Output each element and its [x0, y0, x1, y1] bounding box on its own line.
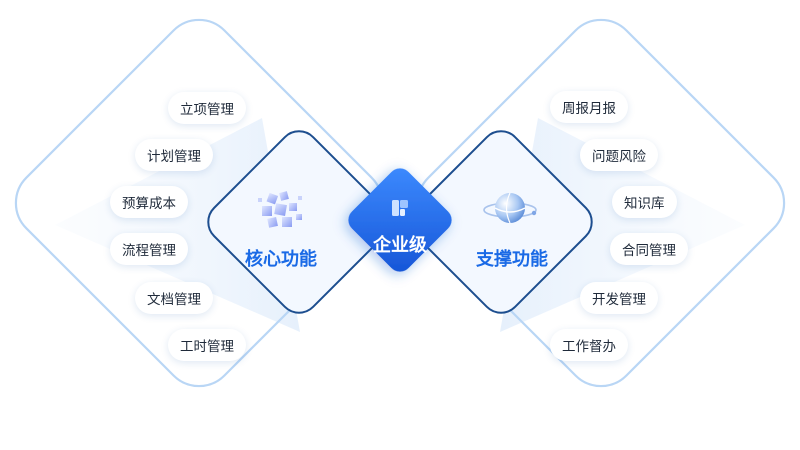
inner-diamond-left — [207, 130, 391, 314]
core-item-process[interactable]: 流程管理 — [110, 233, 188, 265]
center-label: 企业级 — [373, 235, 427, 256]
support-features-title: 支撑功能 — [476, 249, 548, 270]
cubes-icon — [258, 191, 302, 228]
core-item-project-approval[interactable]: 立项管理 — [168, 92, 246, 124]
left-shading — [55, 118, 300, 332]
globe-icon — [483, 192, 537, 224]
support-item-development[interactable]: 开发管理 — [580, 282, 658, 314]
core-item-documents[interactable]: 文档管理 — [135, 282, 213, 314]
support-item-issues-risks[interactable]: 问题风险 — [580, 139, 658, 171]
core-features-title: 核心功能 — [245, 249, 317, 270]
center-diamond — [348, 168, 452, 272]
enterprise-logo-icon — [392, 200, 408, 216]
support-item-supervision[interactable]: 工作督办 — [550, 329, 628, 361]
core-item-timesheet[interactable]: 工时管理 — [168, 329, 246, 361]
support-item-reports[interactable]: 周报月报 — [550, 91, 628, 123]
core-item-budget-cost[interactable]: 预算成本 — [110, 186, 188, 218]
right-shading — [500, 118, 745, 332]
inner-diamond-right — [409, 130, 593, 314]
support-item-knowledge-base[interactable]: 知识库 — [612, 186, 677, 218]
core-item-planning[interactable]: 计划管理 — [135, 139, 213, 171]
support-item-contracts[interactable]: 合同管理 — [610, 233, 688, 265]
